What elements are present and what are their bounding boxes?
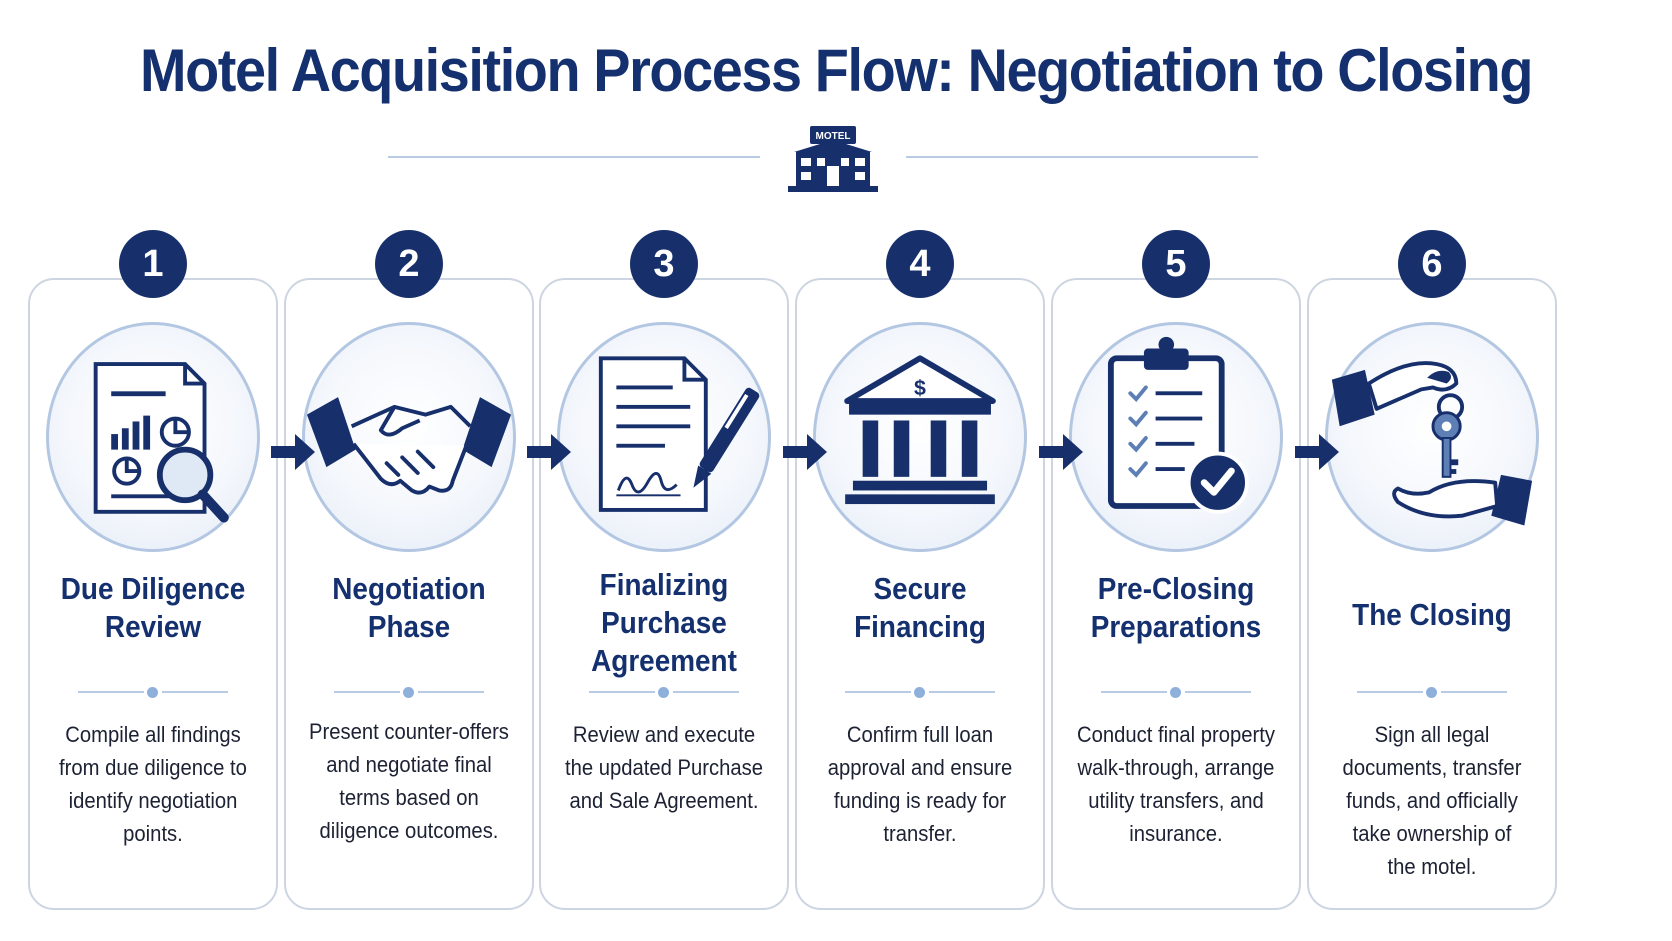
flow-arrow-icon xyxy=(1039,434,1083,470)
step-number-badge: 1 xyxy=(119,230,187,298)
title-divider-left xyxy=(388,156,760,158)
motel-building-icon: MOTEL xyxy=(788,126,878,192)
svg-text:$: $ xyxy=(914,376,926,400)
step-number-badge: 5 xyxy=(1142,230,1210,298)
flow-arrow-icon xyxy=(527,434,571,470)
document-analysis-magnifier-icon xyxy=(93,362,229,523)
step-title-6: The Closing xyxy=(1352,597,1512,632)
flow-arrow-icon xyxy=(1295,434,1339,470)
step-icon-circle-1 xyxy=(46,322,260,552)
step-number-badge: 2 xyxy=(375,230,443,298)
step-icon-circle-3 xyxy=(557,322,771,552)
step-number-badge: 4 xyxy=(886,230,954,298)
step-icon-circle-6 xyxy=(1325,322,1539,552)
step-divider xyxy=(1101,686,1251,698)
step-divider xyxy=(1357,686,1507,698)
title-divider-right xyxy=(906,156,1258,158)
signed-contract-pen-icon xyxy=(598,356,760,512)
step-icon-circle-5 xyxy=(1069,322,1283,552)
page-title: Motel Acquisition Process Flow: Negotiat… xyxy=(139,37,1533,104)
flow-arrow-icon xyxy=(783,434,827,470)
step-icon-circle-2 xyxy=(302,322,516,552)
key-handover-icon xyxy=(1331,361,1533,526)
step-number-badge: 6 xyxy=(1398,230,1466,298)
step-divider xyxy=(78,686,228,698)
step-number-badge: 3 xyxy=(630,230,698,298)
bank-dollar-icon: $ xyxy=(844,355,996,505)
step-divider xyxy=(845,686,995,698)
step-divider xyxy=(334,686,484,698)
step-icon-circle-4: $ xyxy=(813,322,1027,552)
flow-arrow-icon xyxy=(271,434,315,470)
handshake-icon xyxy=(306,397,512,495)
checklist-clipboard-icon xyxy=(1107,336,1249,514)
motel-sign-text: MOTEL xyxy=(816,131,851,142)
step-divider xyxy=(589,686,739,698)
